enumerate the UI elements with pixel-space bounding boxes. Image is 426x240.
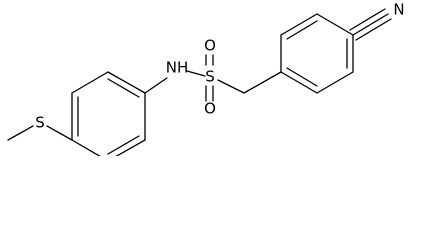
atom-label-lower-o: O: [204, 100, 216, 118]
bond-ring2-c: [316, 13, 354, 36]
bond-ring2-f-inner: [286, 67, 318, 87]
bond-ring-cn-c: [355, 18, 392, 41]
bond-s-ring: [46, 125, 73, 141]
bond-methyl-s: [7, 125, 34, 141]
bond-ring1-f: [71, 139, 101, 156]
bond-ring1-c-inner: [107, 78, 140, 98]
bond-n-s: [186, 70, 206, 77]
bond-ring-cn-b: [349, 8, 386, 31]
atom-label-sulfonyl-s: S: [205, 68, 215, 86]
atom-label-upper-o: O: [204, 37, 216, 55]
bond-ring2-b: [280, 13, 318, 36]
bond-ring1-c: [107, 71, 146, 94]
atom-label-nitrile-n: N: [393, 1, 404, 19]
atom-labels: S NH S O O N: [35, 1, 404, 132]
bond-s-ch2: [217, 79, 245, 94]
bond-ring2-e: [316, 71, 354, 94]
atom-label-thioether-s: S: [35, 114, 45, 132]
chemical-structure-diagram: S NH S O O N: [7, 1, 405, 156]
bond-ch2-ring: [243, 71, 282, 94]
atom-label-nh: NH: [166, 59, 189, 77]
bond-ring1-e-inner: [107, 135, 140, 155]
bond-ring1-b: [71, 71, 109, 94]
bonds: [7, 8, 392, 156]
bond-ring2-b-inner: [286, 20, 318, 40]
bond-ring1-e: [115, 139, 146, 156]
bond-ring-cn-a: [352, 13, 389, 36]
bond-ring2-f: [280, 71, 318, 94]
bond-ring-n: [144, 77, 168, 94]
